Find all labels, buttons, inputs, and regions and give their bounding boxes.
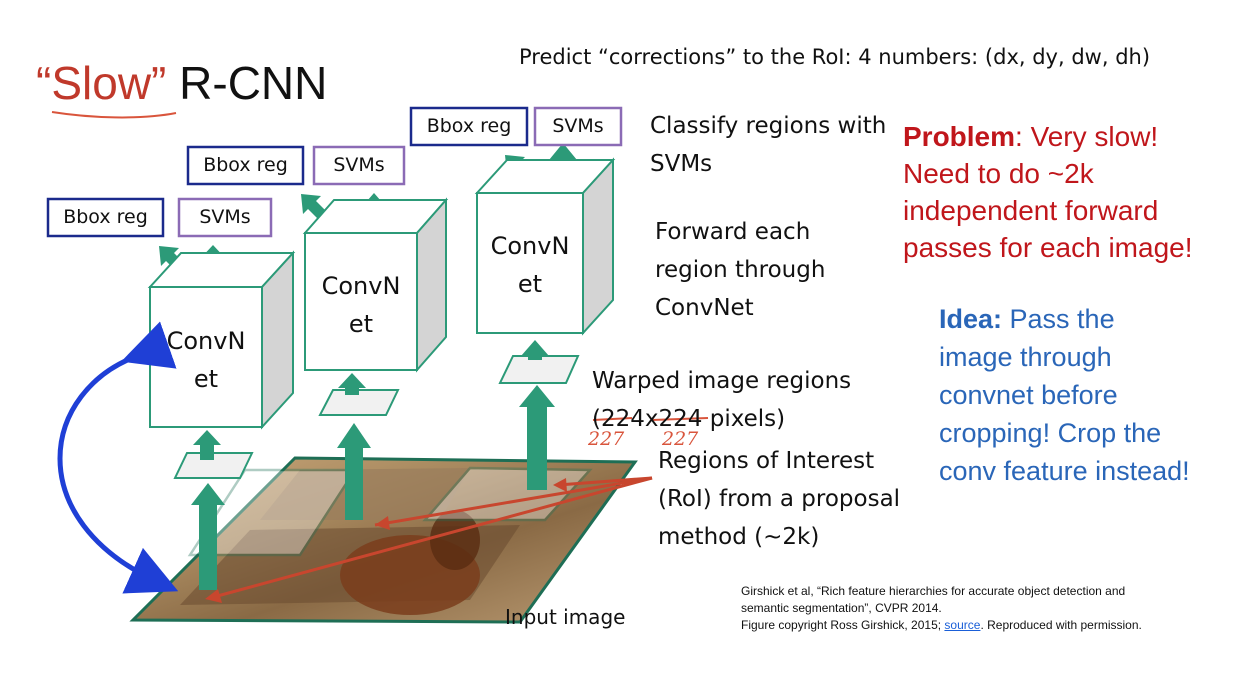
idea-bold: Idea: — [939, 304, 1003, 334]
svm-box-2 — [312, 145, 406, 186]
svm-label-2: SVMs — [333, 154, 385, 176]
bbox-label-3: Bbox reg — [426, 115, 512, 137]
strike-right — [651, 417, 709, 421]
handwritten-227-left: 227 — [588, 428, 625, 450]
svm-label-3: SVMs — [552, 115, 604, 137]
title-quote-open: “ — [36, 57, 52, 109]
citation: Girshick et al, “Rich feature hierarchie… — [741, 583, 1142, 634]
problem-line4: passes for each image! — [903, 232, 1193, 263]
problem-line1: Problem: Very slow! — [903, 118, 1193, 155]
roi-line1: Regions of Interest — [658, 448, 875, 474]
svm-box-1 — [177, 197, 273, 238]
warped-tile-1 — [173, 452, 254, 479]
warped-tile-2 — [318, 389, 400, 416]
problem-line2: Need to do ~2k — [903, 158, 1094, 189]
idea-line2: image through — [939, 342, 1112, 372]
idea-text: Idea: Pass the image through convnet bef… — [939, 300, 1190, 490]
input-image-caption: Input image — [505, 605, 626, 629]
citation-line1: Girshick et al, “Rich feature hierarchie… — [741, 584, 1126, 598]
bbox-box-3 — [409, 106, 529, 147]
classify-line2: SVMs — [650, 151, 713, 177]
slide-title: “Slow” R-CNN — [36, 55, 327, 111]
idea-line1: Idea: Pass the — [939, 300, 1190, 338]
problem-line1-rest: : Very slow! — [1015, 121, 1159, 152]
problem-text: Problem: Very slow! Need to do ~2k indep… — [903, 118, 1193, 266]
problem-bold: Problem — [903, 121, 1016, 152]
title-rest: R-CNN — [166, 57, 328, 109]
citation-line3-prefix: Figure copyright Ross Girshick, 2015; — [741, 618, 945, 632]
blue-double-arrow — [57, 321, 179, 594]
convnet-label-3-line1: ConvN — [490, 232, 570, 260]
citation-line2: semantic segmentation”, CVPR 2014. — [741, 601, 942, 615]
source-link[interactable]: source — [944, 618, 981, 632]
forward-line2: region through — [655, 257, 826, 283]
green-arrows — [159, 143, 577, 590]
citation-line3: Figure copyright Ross Girshick, 2015; so… — [741, 617, 1142, 634]
bbox-box-2 — [186, 145, 305, 186]
idea-line3: convnet before — [939, 380, 1118, 410]
warped-tile-3 — [498, 355, 580, 384]
warped-struck-left: 224 — [600, 406, 645, 432]
warped-line2: (224x224 pixels) — [592, 400, 851, 438]
bbox-label-1: Bbox reg — [63, 206, 148, 228]
convnet-label-3-line2: et — [517, 270, 543, 298]
title-quote-close: ” — [151, 57, 167, 109]
roi-pointer-arrows — [205, 476, 653, 603]
convnet-label-2-line2: et — [348, 310, 374, 338]
bbox-label-2: Bbox reg — [203, 154, 288, 176]
warped-suffix: pixels) — [702, 406, 786, 432]
classify-line1: Classify regions with — [650, 113, 887, 139]
idea-line1-rest: Pass the — [1002, 304, 1115, 334]
warped-prefix: ( — [592, 406, 601, 432]
warped-caption: Warped image regions (224x224 pixels) — [592, 362, 851, 438]
title-slow: Slow — [51, 57, 152, 109]
forward-line1: Forward each — [655, 219, 811, 245]
convnet-label-3: ConvN et — [477, 227, 583, 303]
forward-line3: ConvNet — [655, 295, 754, 321]
handwritten-227-right: 227 — [662, 428, 699, 450]
convnet-label-1-line1: ConvN — [166, 327, 246, 355]
svm-box-3 — [533, 106, 623, 147]
convnet-label-2-line1: ConvN — [321, 272, 401, 300]
roi-line3: method (~2k) — [658, 524, 820, 550]
roi-line2: (RoI) from a proposal — [658, 486, 901, 512]
convnet-label-1-line2: et — [193, 365, 219, 393]
idea-line4: cropping! Crop the — [939, 418, 1162, 448]
convnet-cube-3 — [474, 157, 616, 336]
warped-times: x — [644, 406, 659, 432]
warped-struck-right: 224 — [658, 406, 703, 432]
svm-label-1: SVMs — [199, 206, 251, 228]
strike-left — [592, 417, 633, 421]
convnet-cube-2 — [302, 197, 449, 373]
bbox-box-1 — [46, 197, 165, 238]
warped-line1: Warped image regions — [592, 368, 852, 394]
problem-line3: independent forward — [903, 195, 1159, 226]
idea-line5: conv feature instead! — [939, 456, 1190, 486]
citation-line3-suffix: . Reproduced with permission. — [980, 618, 1142, 632]
slow-underline — [51, 111, 177, 119]
convnet-label-2: ConvN et — [305, 267, 417, 343]
predict-caption: Predict “corrections” to the RoI: 4 numb… — [519, 45, 1151, 69]
convnet-label-1: ConvN et — [150, 322, 262, 398]
convnet-cube-1 — [147, 250, 296, 430]
roi-caption: Regions of Interest (RoI) from a proposal… — [658, 442, 900, 556]
